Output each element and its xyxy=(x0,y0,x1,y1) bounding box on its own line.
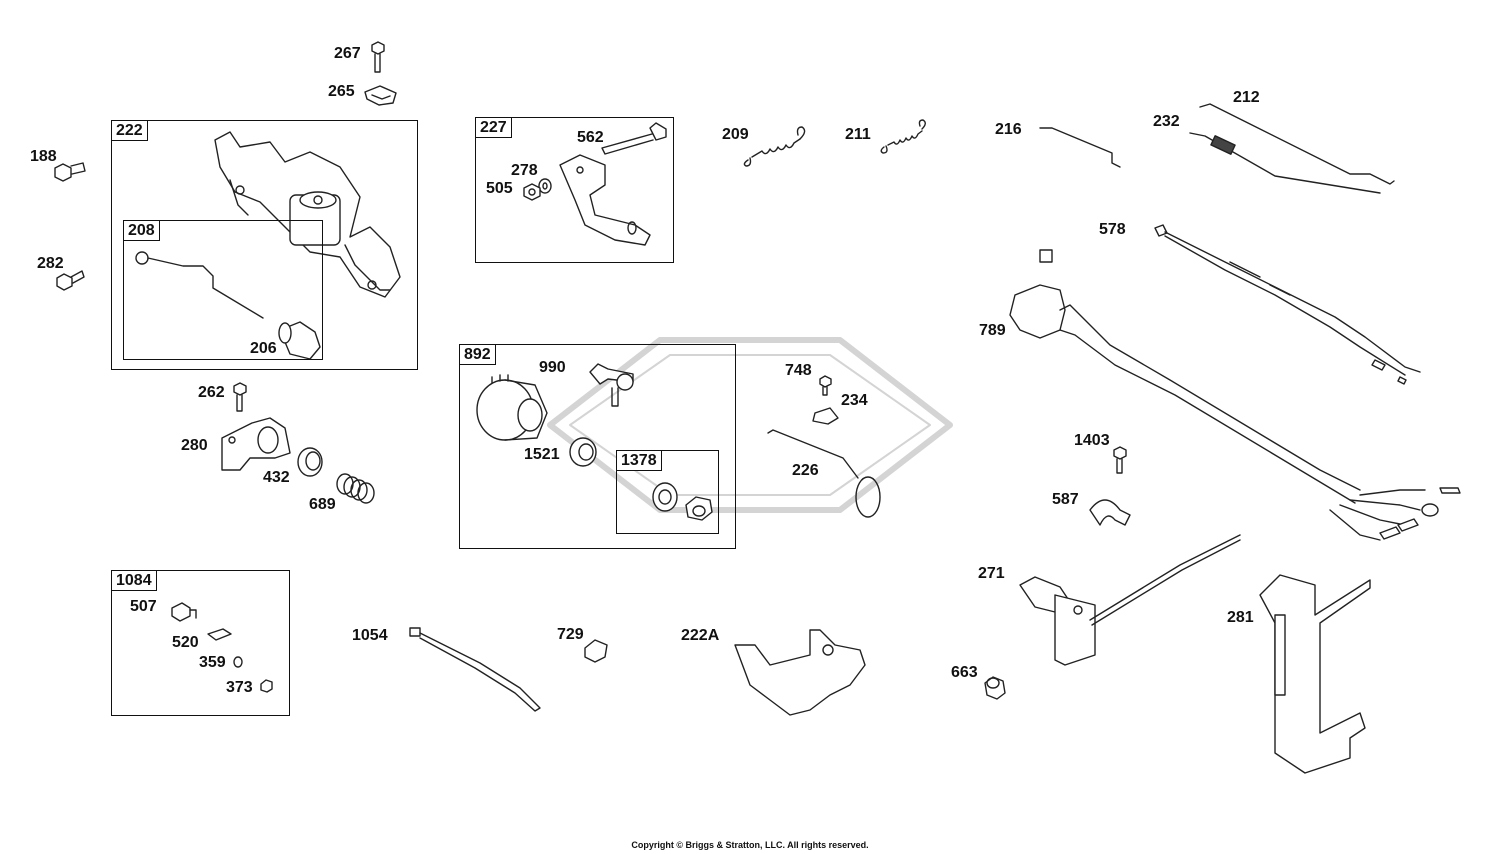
rod-212 xyxy=(1199,103,1395,185)
group-label-208: 208 xyxy=(124,221,160,241)
cable-tie-1054 xyxy=(409,627,541,712)
nut-505 xyxy=(523,183,541,201)
bracket-227 xyxy=(559,154,651,246)
callout-212: 212 xyxy=(1233,89,1260,106)
callout-282: 282 xyxy=(37,255,64,272)
callout-689: 689 xyxy=(309,496,336,513)
callout-278: 278 xyxy=(511,162,538,179)
bolt-562 xyxy=(601,122,667,155)
group-box-1084 xyxy=(111,570,290,716)
group-box-227 xyxy=(475,117,674,263)
callout-729: 729 xyxy=(557,626,584,643)
terminal-520 xyxy=(207,628,232,641)
group-label-227: 227 xyxy=(476,118,512,138)
bolt-262 xyxy=(233,382,247,412)
bolt-1403 xyxy=(1113,446,1127,474)
nut-373 xyxy=(260,679,273,693)
callout-1054: 1054 xyxy=(352,627,388,644)
callout-209: 209 xyxy=(722,126,749,143)
callout-373: 373 xyxy=(226,679,253,696)
callout-265: 265 xyxy=(328,83,355,100)
callout-748: 748 xyxy=(785,362,812,379)
copyright-notice: Copyright © Briggs & Stratton, LLC. All … xyxy=(631,840,869,850)
callout-206: 206 xyxy=(250,340,277,357)
spring-689 xyxy=(336,473,375,504)
group-label-1378: 1378 xyxy=(617,451,662,471)
callout-505: 505 xyxy=(486,180,513,197)
washer-278 xyxy=(538,178,552,194)
spring-rod-232 xyxy=(1189,132,1381,194)
callout-578: 578 xyxy=(1099,221,1126,238)
callout-280: 280 xyxy=(181,437,208,454)
callout-267: 267 xyxy=(334,45,361,62)
callout-507: 507 xyxy=(130,598,157,615)
callout-262: 262 xyxy=(198,384,225,401)
callout-432: 432 xyxy=(263,469,290,486)
rod-216 xyxy=(1039,127,1121,168)
group-box-222 xyxy=(111,120,418,370)
group-box-208 xyxy=(123,220,323,360)
bolt-188 xyxy=(54,162,86,182)
connector-729 xyxy=(584,639,608,663)
spring-209 xyxy=(743,126,806,167)
clip-265 xyxy=(364,85,397,106)
clip-234 xyxy=(812,407,839,425)
governor-bracket-222 xyxy=(214,131,401,298)
main-wiring-harness-789 xyxy=(1009,249,1461,541)
nut-1521 xyxy=(569,437,597,467)
group-label-892: 892 xyxy=(460,345,496,365)
bushing-432 xyxy=(297,447,323,477)
callout-222A: 222A xyxy=(681,627,720,644)
callout-234: 234 xyxy=(841,392,868,409)
callout-1403: 1403 xyxy=(1074,432,1110,449)
knob-206 xyxy=(278,321,321,360)
spring-211 xyxy=(880,119,926,154)
callout-520: 520 xyxy=(172,634,199,651)
clamp-587 xyxy=(1089,499,1131,526)
group-label-1084: 1084 xyxy=(112,571,157,591)
callout-271: 271 xyxy=(978,565,1005,582)
callout-562: 562 xyxy=(577,129,604,146)
callout-188: 188 xyxy=(30,148,57,165)
group-label-222: 222 xyxy=(112,121,148,141)
bracket-281 xyxy=(1259,574,1371,774)
bolt-267 xyxy=(371,41,385,73)
callout-281: 281 xyxy=(1227,609,1254,626)
group-box-892 xyxy=(459,344,736,549)
lockwasher-nut-1378 xyxy=(652,482,713,521)
callout-232: 232 xyxy=(1153,113,1180,130)
callout-789: 789 xyxy=(979,322,1006,339)
group-box-1378 xyxy=(616,450,719,534)
bolt-748 xyxy=(819,375,832,396)
governor-link-208 xyxy=(135,251,264,319)
washer-359 xyxy=(233,656,243,668)
bracket-280 xyxy=(221,417,291,471)
callout-211: 211 xyxy=(845,126,871,143)
plug-663 xyxy=(984,676,1006,700)
wiring-harness-578 xyxy=(1154,224,1421,385)
callout-226: 226 xyxy=(792,462,819,479)
key-990 xyxy=(589,363,634,407)
callout-1521: 1521 xyxy=(524,446,560,463)
callout-359: 359 xyxy=(199,654,226,671)
throttle-control-271 xyxy=(1019,534,1241,666)
callout-216: 216 xyxy=(995,121,1022,138)
bracket-222A xyxy=(734,629,866,716)
callout-663: 663 xyxy=(951,664,978,681)
connector-507 xyxy=(171,602,197,622)
rod-226 xyxy=(767,429,881,518)
ignition-switch-892 xyxy=(476,374,548,441)
bolt-282 xyxy=(56,270,85,291)
callout-990: 990 xyxy=(539,359,566,376)
callout-587: 587 xyxy=(1052,491,1079,508)
